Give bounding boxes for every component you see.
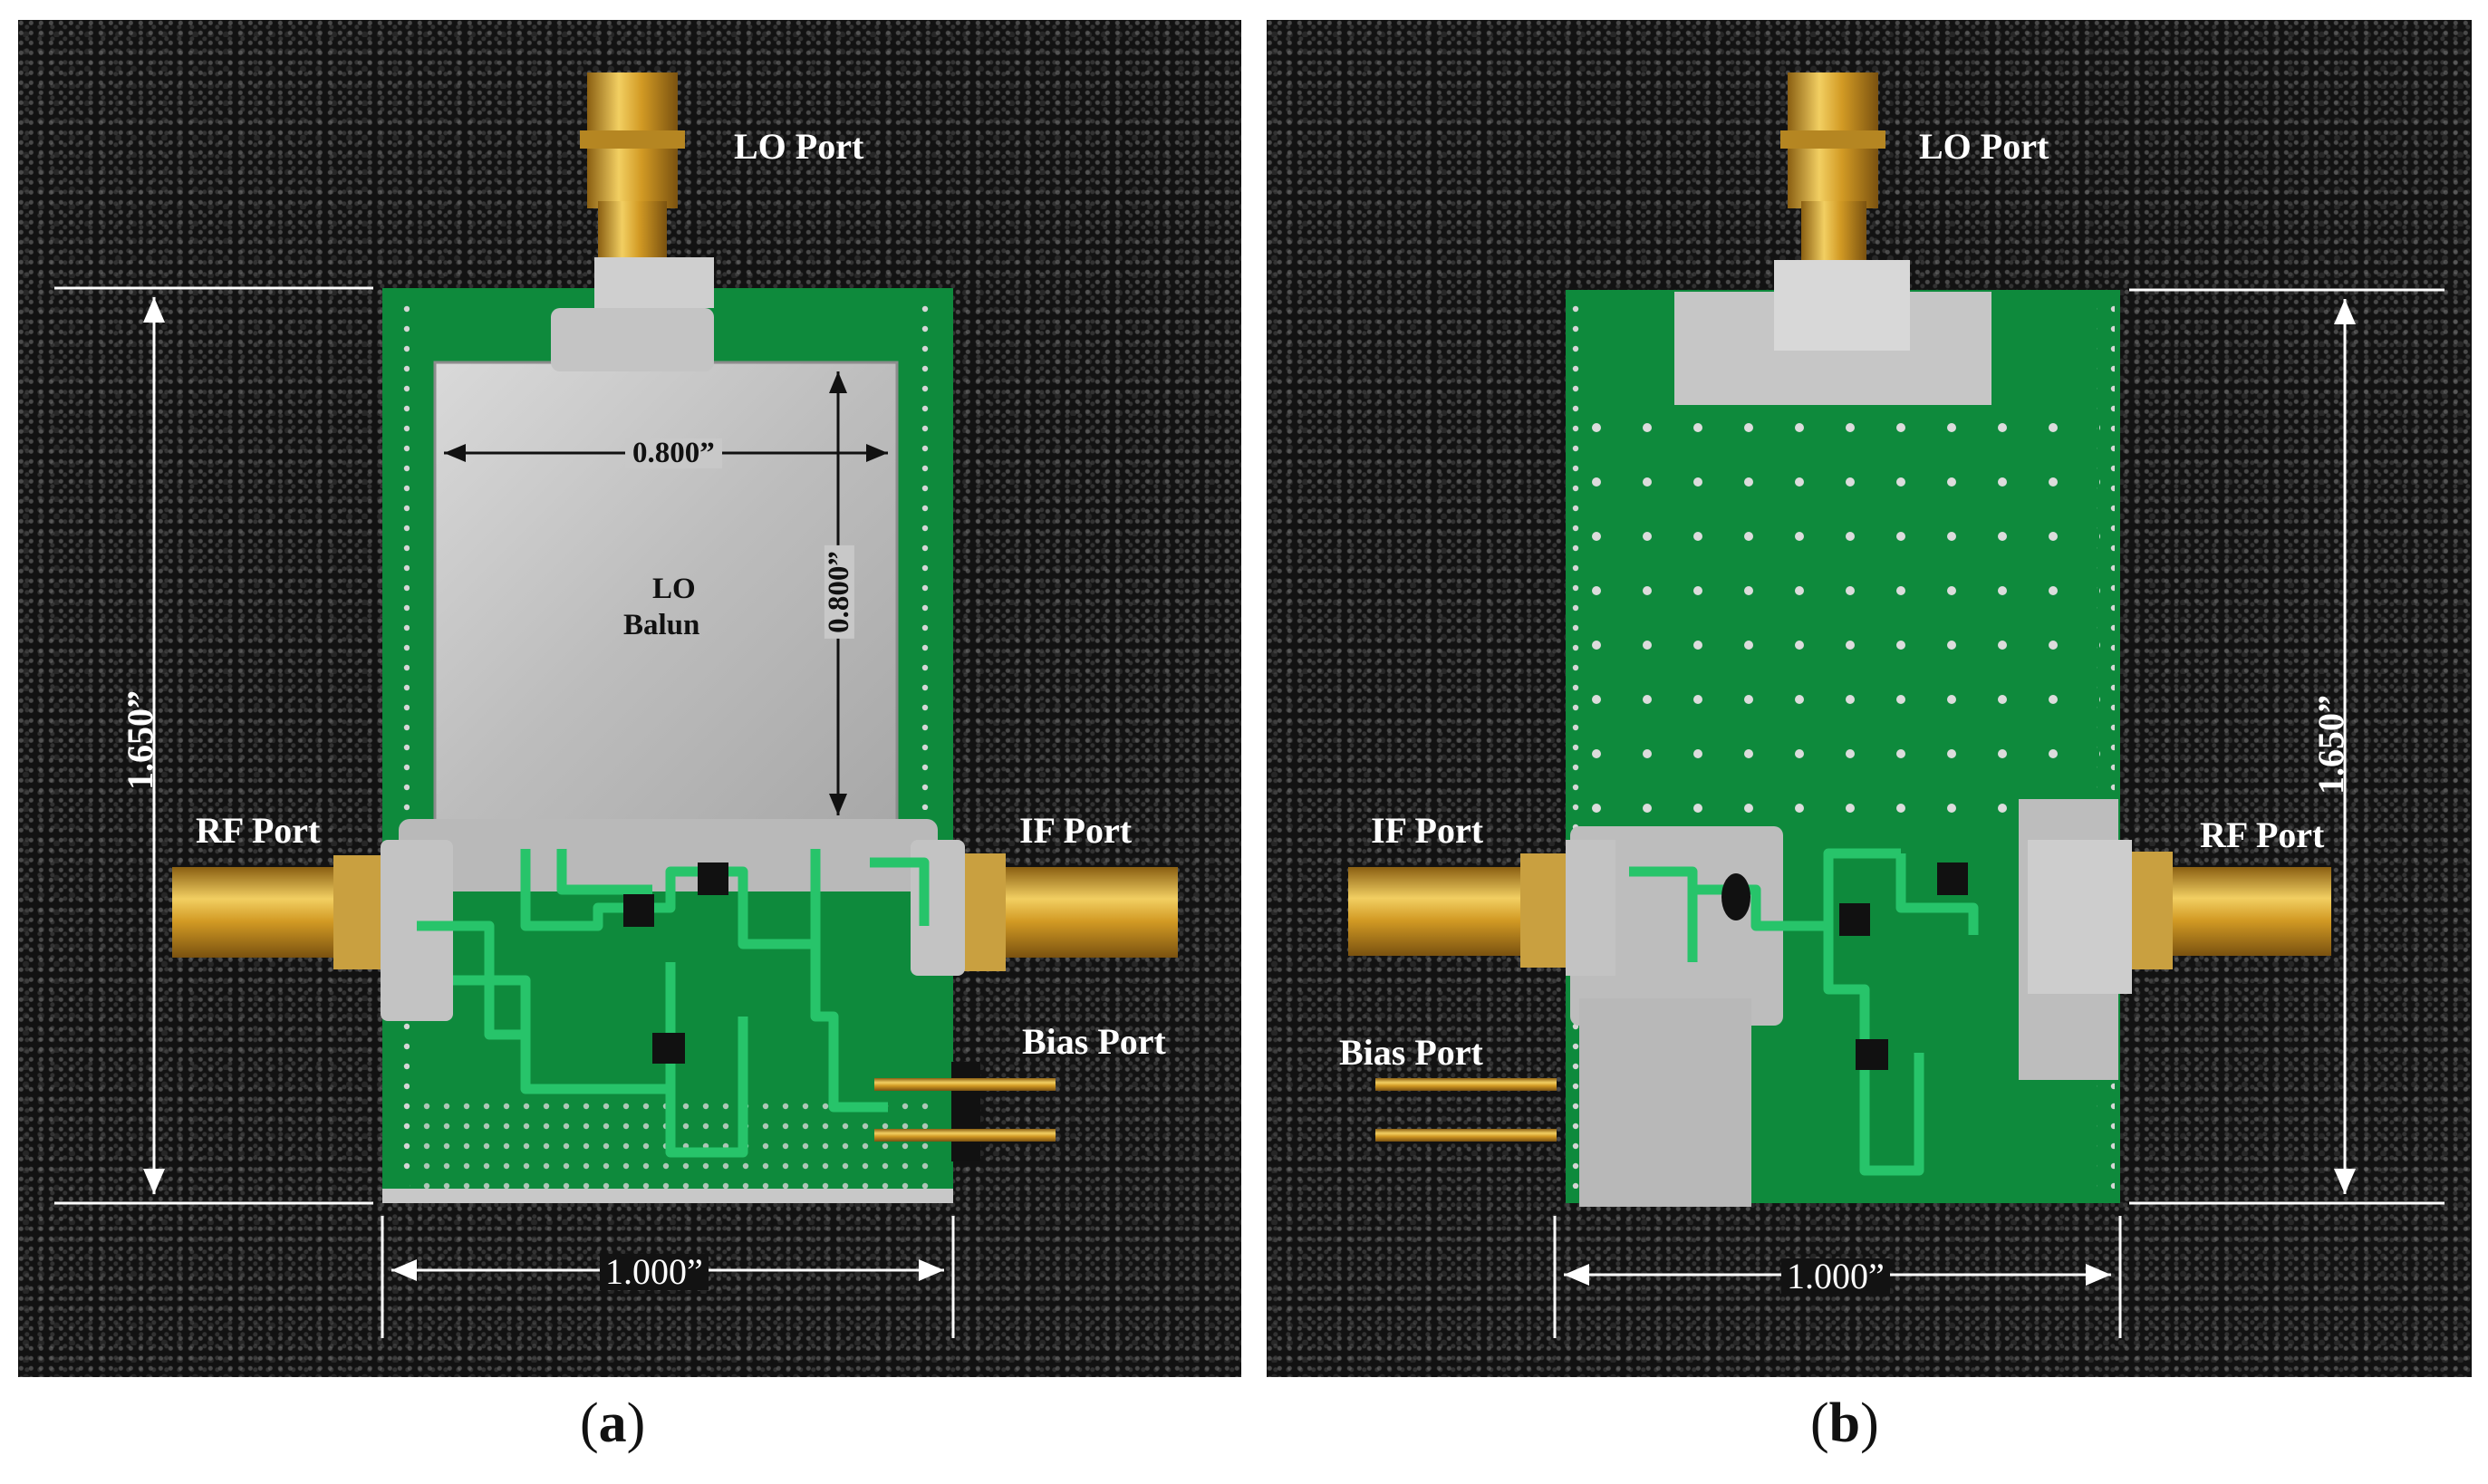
- if-sma-connector: [1348, 867, 1529, 956]
- dimension-lines: [1553, 288, 2445, 1338]
- bias-header-pins: [1375, 1078, 1557, 1091]
- mixer-board-bottom-photo: [1348, 72, 2445, 1338]
- lo-port-label: LO Port: [734, 126, 864, 167]
- board-width-dimension: 1.000”: [1781, 1258, 1890, 1295]
- if-sma-connector: [988, 867, 1178, 958]
- pcb-traces: [417, 849, 930, 1158]
- board-width-dimension: 1.000”: [600, 1254, 709, 1290]
- pcb-traces: [1629, 848, 1979, 1176]
- bias-port-label: Bias Port: [1022, 1021, 1166, 1062]
- rf-sma-connector: [2150, 867, 2331, 956]
- if-port-label: IF Port: [1371, 810, 1484, 851]
- photo-panel-a: LO Port RF Port IF Port Bias Port 1.000”…: [18, 20, 1241, 1377]
- if-port-label: IF Port: [1019, 810, 1133, 851]
- photo-panel-b: LO Port IF Port RF Port Bias Port 1.000”…: [1267, 20, 2472, 1377]
- rf-port-label: RF Port: [2200, 814, 2325, 855]
- rf-port-label: RF Port: [196, 810, 321, 851]
- balun-height-dimension: 0.800”: [823, 545, 855, 639]
- board-height-dimension: 1.650”: [120, 690, 160, 790]
- mixer-board-top-photo: [54, 72, 1178, 1338]
- board-height-dimension: 1.650”: [2310, 695, 2351, 795]
- bias-header: [951, 1062, 980, 1161]
- caption-a: (a): [580, 1392, 646, 1454]
- lo-port-label: LO Port: [1919, 126, 2049, 167]
- caption-b: (b): [1810, 1392, 1879, 1454]
- ic-chips: [623, 862, 728, 1064]
- bias-port-label: Bias Port: [1339, 1032, 1483, 1073]
- balun-width-dimension: 0.800”: [625, 438, 722, 468]
- balun-title-line1: LO: [652, 573, 696, 605]
- ic-chips: [1721, 862, 1968, 1070]
- rf-sma-connector: [172, 867, 335, 958]
- balun-title-line2: Balun: [623, 609, 700, 641]
